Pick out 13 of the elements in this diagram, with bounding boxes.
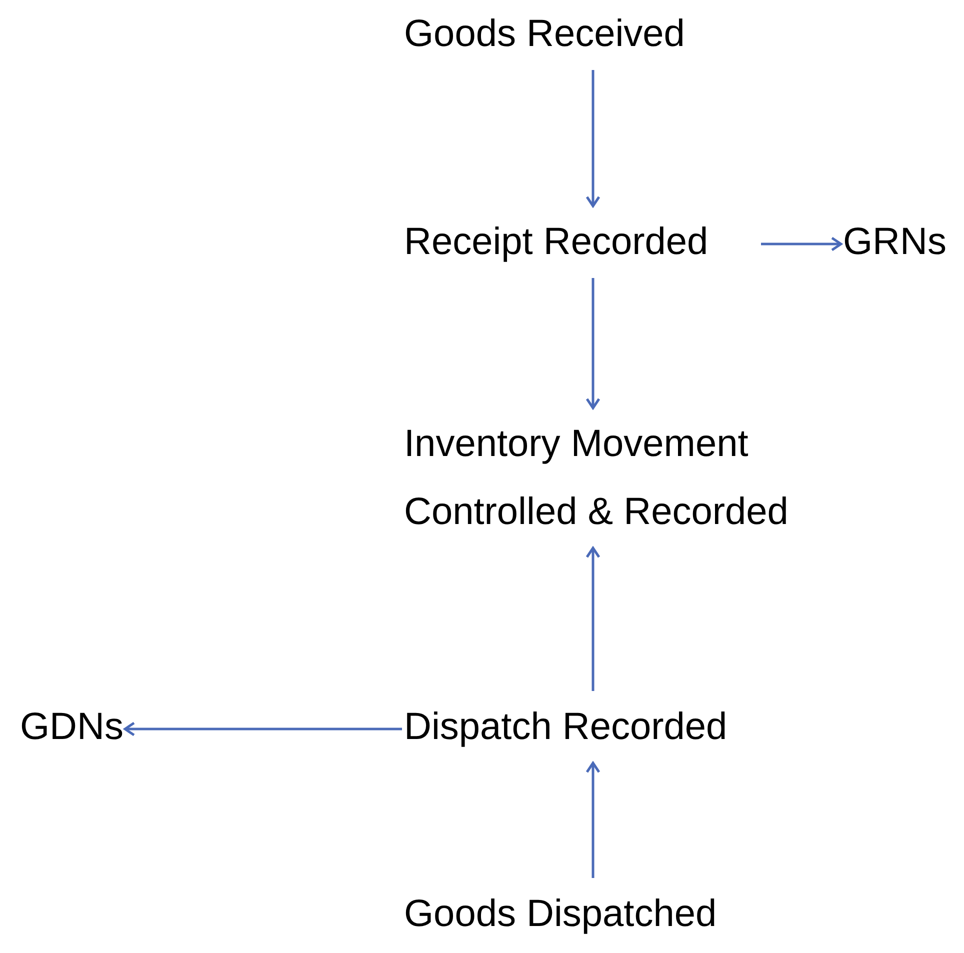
node-label: GRNs bbox=[843, 220, 948, 265]
node-label: Dispatch Recorded bbox=[404, 705, 728, 750]
node-label: GDNs bbox=[20, 705, 124, 750]
node-label: Receipt Recorded bbox=[404, 220, 710, 265]
node-label: Inventory Movement Controlled & Recorded bbox=[404, 422, 790, 535]
arrow bbox=[586, 762, 600, 878]
arrow bbox=[586, 546, 600, 691]
arrow bbox=[124, 722, 402, 736]
arrow bbox=[586, 278, 600, 410]
arrow bbox=[761, 236, 842, 252]
node-label: Goods Received bbox=[404, 12, 686, 57]
node-label: Goods Dispatched bbox=[404, 892, 718, 937]
arrow bbox=[586, 70, 600, 208]
